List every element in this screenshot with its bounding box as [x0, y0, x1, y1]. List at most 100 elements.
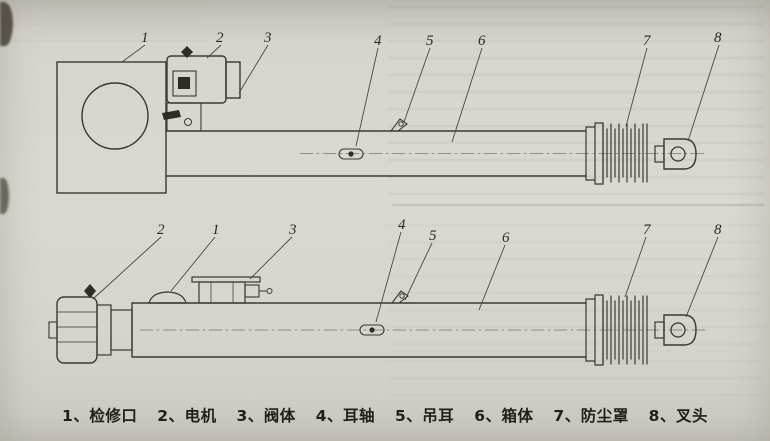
callout-number: 5	[426, 33, 434, 49]
dust-cover-bellows	[602, 295, 648, 365]
scan-smudge-artifact	[0, 2, 13, 46]
valve-lever	[162, 110, 181, 120]
legend-item-label: 防尘罩	[580, 407, 629, 425]
legend-item-label: 耳轴	[343, 407, 376, 425]
motor-terminal-box	[172, 70, 197, 97]
motor-end-cap	[225, 61, 241, 99]
callout-leader	[170, 236, 216, 292]
legend-item: 3、阀体	[236, 407, 295, 425]
legend-item-number: 6	[474, 407, 486, 425]
marker-diamond	[84, 284, 96, 298]
legend-separator: 、	[564, 407, 581, 425]
callout-number: 4	[398, 217, 406, 233]
legend-item: 5、吊耳	[395, 407, 454, 425]
fork-head	[663, 138, 697, 170]
legend-separator: 、	[659, 407, 676, 425]
callout-leader	[478, 244, 506, 311]
top-view-callouts: 1 2 3 4 5 6 7 8	[121, 30, 722, 147]
legend-item: 7、防尘罩	[553, 407, 628, 425]
callout-number: 2	[157, 222, 165, 238]
lifting-lug-hole	[398, 121, 404, 127]
callout-leader	[624, 236, 647, 298]
rod-flange	[585, 294, 604, 366]
callout-leader	[121, 44, 146, 63]
legend-item-number: 5	[394, 407, 407, 425]
callout-number: 2	[216, 30, 224, 46]
lifting-lug	[390, 290, 409, 304]
scan-smudge-artifact	[0, 178, 9, 214]
trunnion-pin	[348, 151, 354, 157]
fork-head-hole	[670, 146, 686, 162]
callout-number: 8	[714, 222, 722, 238]
callout-leader	[451, 47, 483, 143]
callout-number: 7	[643, 222, 652, 238]
legend-item-label: 箱体	[501, 407, 534, 425]
legend-separator: 、	[247, 407, 264, 425]
legend-separator: 、	[73, 407, 90, 425]
callout-number: 6	[478, 33, 486, 49]
bottom-view-drawing	[48, 276, 707, 366]
callout-leader	[685, 236, 719, 318]
callout-leader	[687, 44, 720, 142]
callout-leader	[92, 236, 162, 300]
legend-item-label: 阀体	[263, 407, 296, 425]
valve-side-attachment	[244, 284, 260, 298]
dust-cover-bellows	[602, 123, 648, 183]
fork-head	[663, 314, 697, 346]
callout-number: 8	[714, 30, 722, 46]
legend-separator: 、	[485, 407, 502, 425]
inspection-port-circle	[81, 82, 149, 150]
legend-item-label: 电机	[184, 407, 217, 425]
fork-rod	[654, 145, 665, 163]
trunnion	[338, 148, 364, 160]
callout-leader	[404, 242, 433, 301]
callout-number: 1	[212, 222, 220, 238]
callout-leader	[249, 236, 293, 280]
callout-leader	[375, 231, 402, 323]
motor-flange-inner	[110, 309, 133, 351]
callout-leader	[206, 44, 222, 59]
marker-diamond	[181, 46, 193, 58]
legend-separator: 、	[168, 407, 185, 425]
legend-item-number: 4	[315, 407, 328, 425]
legend-item-number: 1	[62, 407, 74, 425]
legend-separator: 、	[406, 407, 423, 425]
lifting-lug	[389, 118, 408, 132]
legend-item-label: 检修口	[89, 407, 138, 425]
cylinder-tube	[165, 130, 587, 177]
parts-legend: 1、检修口 2、电机 3、阀体 4、耳轴 5、吊耳 6、箱体 7、防尘罩 8、叉…	[0, 404, 770, 426]
lifting-lug-hole	[399, 293, 405, 299]
bleedthrough-rule-artifact	[392, 204, 764, 206]
valve-top-flange	[191, 276, 261, 283]
legend-item: 1、检修口	[62, 407, 137, 425]
callout-leader	[238, 44, 269, 94]
motor-flange-outer	[96, 304, 112, 356]
fork-head-hole	[670, 322, 686, 338]
callout-number: 3	[263, 30, 272, 46]
callout-number: 7	[643, 33, 652, 49]
callout-number: 6	[502, 230, 510, 246]
legend-item: 8、叉头	[649, 407, 708, 425]
callout-leader	[403, 47, 431, 123]
motor-fins	[56, 311, 98, 343]
legend-item-number: 2	[157, 407, 169, 425]
inspection-box	[56, 61, 167, 194]
legend-item: 6、箱体	[474, 407, 533, 425]
legend-item-number: 8	[648, 407, 660, 425]
motor-end-body	[56, 296, 98, 364]
callout-leader	[625, 47, 648, 127]
trunnion	[359, 324, 385, 336]
legend-separator: 、	[327, 407, 344, 425]
valve-body-detail	[210, 281, 234, 304]
motor-shaft	[48, 321, 58, 339]
callout-leader	[355, 47, 379, 147]
inspection-dome	[148, 291, 187, 304]
callout-number: 1	[141, 30, 149, 46]
valve-body	[198, 281, 246, 304]
trunnion-pin	[369, 327, 375, 333]
legend-item-label: 吊耳	[422, 407, 455, 425]
legend-item-number: 7	[553, 407, 565, 425]
callout-number: 3	[288, 222, 297, 238]
